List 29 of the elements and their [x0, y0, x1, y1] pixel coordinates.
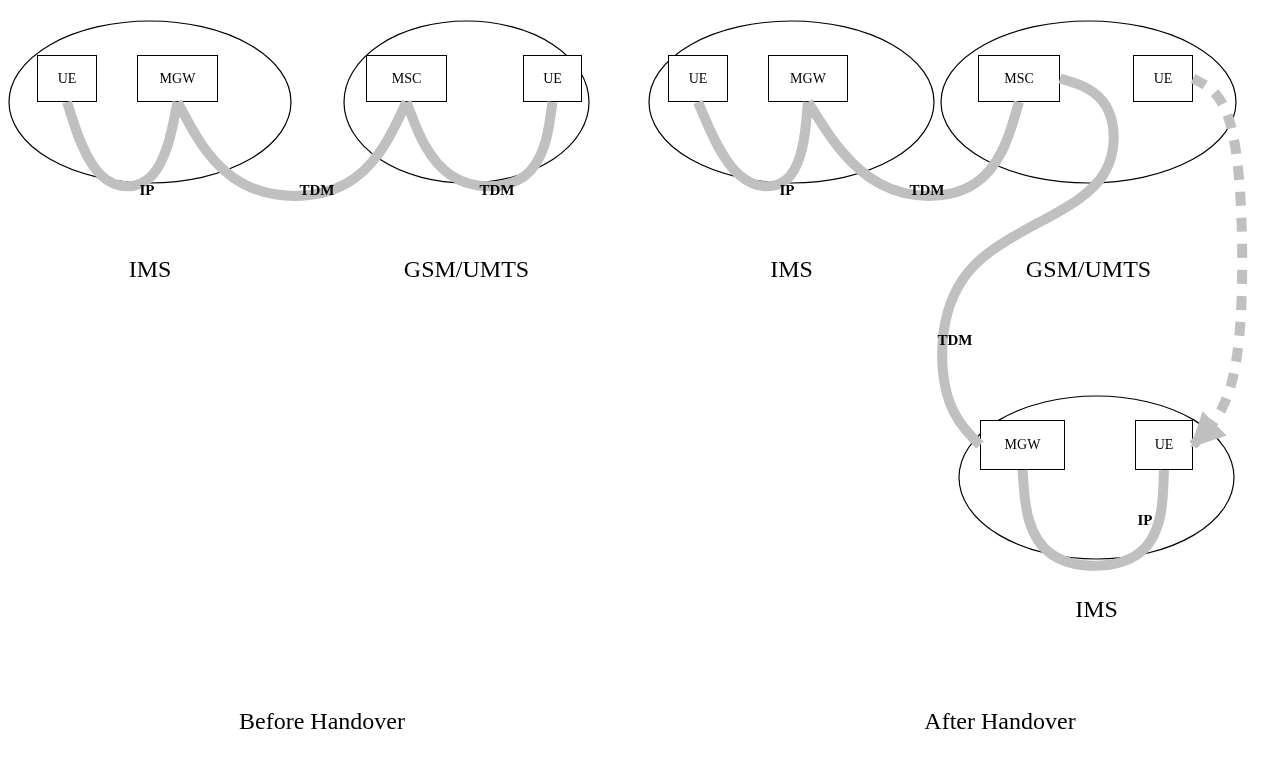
network-element-box: UE	[668, 55, 728, 102]
network-element-box: MGW	[137, 55, 218, 102]
arrow	[1189, 74, 1248, 449]
network-element-box: UE	[1135, 420, 1193, 470]
edge-label: IP	[1137, 511, 1153, 529]
edge-label: TDM	[479, 181, 515, 199]
network-element-box: MGW	[768, 55, 848, 102]
connection-line	[1017, 469, 1169, 571]
caption: Before Handover	[239, 708, 405, 735]
network-element-box: UE	[523, 55, 582, 102]
network-label: IMS	[1075, 596, 1118, 623]
edge-label: TDM	[937, 331, 973, 349]
edge-label: TDM	[299, 181, 335, 199]
network-element-box: MGW	[980, 420, 1065, 470]
network-element-box: MSC	[366, 55, 447, 102]
network-element-box: UE	[1133, 55, 1193, 102]
edge-label: IP	[779, 181, 795, 199]
connection-line	[937, 73, 1119, 449]
edge-label: TDM	[909, 181, 945, 199]
edge-label: IP	[139, 181, 155, 199]
network-label: GSM/UMTS	[1025, 256, 1152, 283]
connection-line	[62, 100, 183, 192]
connection-line	[693, 100, 813, 192]
caption: After Handover	[924, 708, 1076, 735]
network-label: IMS	[770, 256, 813, 283]
network-label: GSM/UMTS	[403, 256, 530, 283]
network-label: IMS	[128, 256, 172, 283]
network-element-box: MSC	[978, 55, 1060, 102]
network-element-box: UE	[37, 55, 97, 102]
